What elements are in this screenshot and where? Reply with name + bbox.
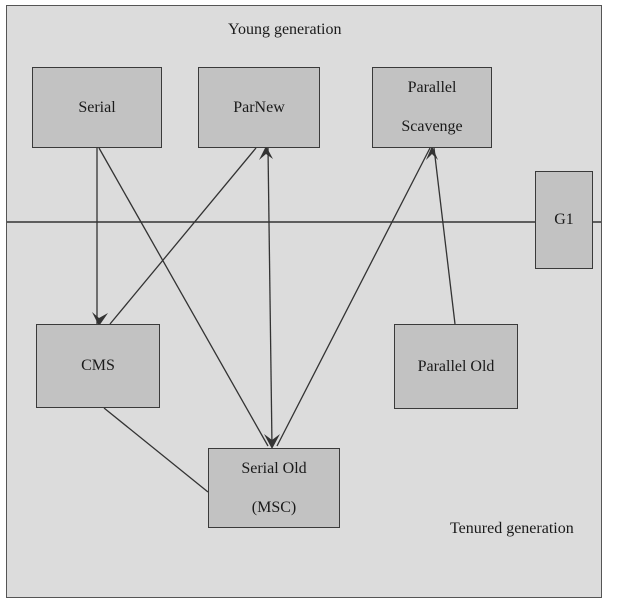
collector-box-parallel-scavenge[interactable]: Parallel Scavenge <box>372 67 492 148</box>
collector-box-parallel-scavenge-line2: Scavenge <box>401 118 463 136</box>
collector-box-serial-old-line2: (MSC) <box>251 498 297 516</box>
collector-box-serial[interactable]: Serial <box>32 67 162 148</box>
collector-box-parallel-scavenge-label: Parallel Scavenge <box>393 78 470 137</box>
collector-box-serial-label: Serial <box>78 98 116 116</box>
collector-box-parallel-scavenge-line1: Parallel <box>407 79 457 97</box>
collector-box-parnew-label: ParNew <box>233 98 285 116</box>
collector-box-g1[interactable]: G1 <box>535 171 593 269</box>
collector-box-parnew[interactable]: ParNew <box>198 67 320 148</box>
collector-box-g1-label: G1 <box>554 211 574 229</box>
collector-box-serial-old-label: Serial Old (MSC) <box>233 459 314 518</box>
collector-box-cms[interactable]: CMS <box>36 324 160 408</box>
young-generation-label: Young generation <box>228 21 342 38</box>
collector-box-cms-label: CMS <box>81 357 115 375</box>
tenured-generation-label: Tenured generation <box>450 520 574 537</box>
collector-box-serial-old-line1: Serial Old <box>241 459 307 477</box>
collector-box-parallel-old-label: Parallel Old <box>417 357 495 375</box>
collector-box-parallel-old[interactable]: Parallel Old <box>394 324 518 409</box>
collector-box-serial-old[interactable]: Serial Old (MSC) <box>208 448 340 528</box>
